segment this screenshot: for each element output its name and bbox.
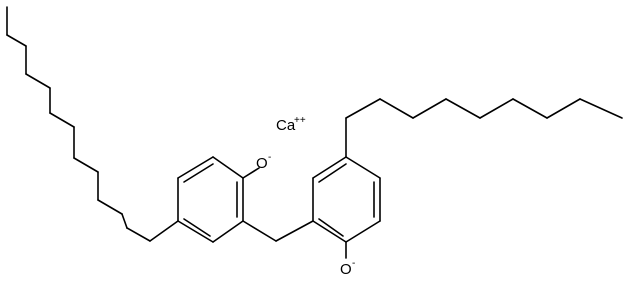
- right-nonyl-chain: [345, 98, 623, 158]
- calcium-charge: ++: [294, 115, 306, 126]
- top-oxygen-symbol: O: [256, 155, 268, 172]
- top-oxygen-charge: -: [268, 152, 271, 163]
- top-oxygen-bond: [242, 167, 260, 179]
- left-nonyl-chain: [6, 6, 179, 242]
- left-benzene-ring: [177, 156, 244, 243]
- methylene-bridge: [242, 220, 314, 242]
- right-benzene-ring: [312, 156, 381, 243]
- top-oxygen-label: O -: [256, 152, 271, 172]
- calcium-ion-label: Ca ++: [276, 115, 306, 134]
- bottom-oxygen-label: O -: [340, 258, 355, 278]
- bottom-oxygen-symbol: O: [340, 261, 352, 278]
- calcium-symbol: Ca: [276, 117, 296, 134]
- bottom-oxygen-charge: -: [352, 258, 355, 269]
